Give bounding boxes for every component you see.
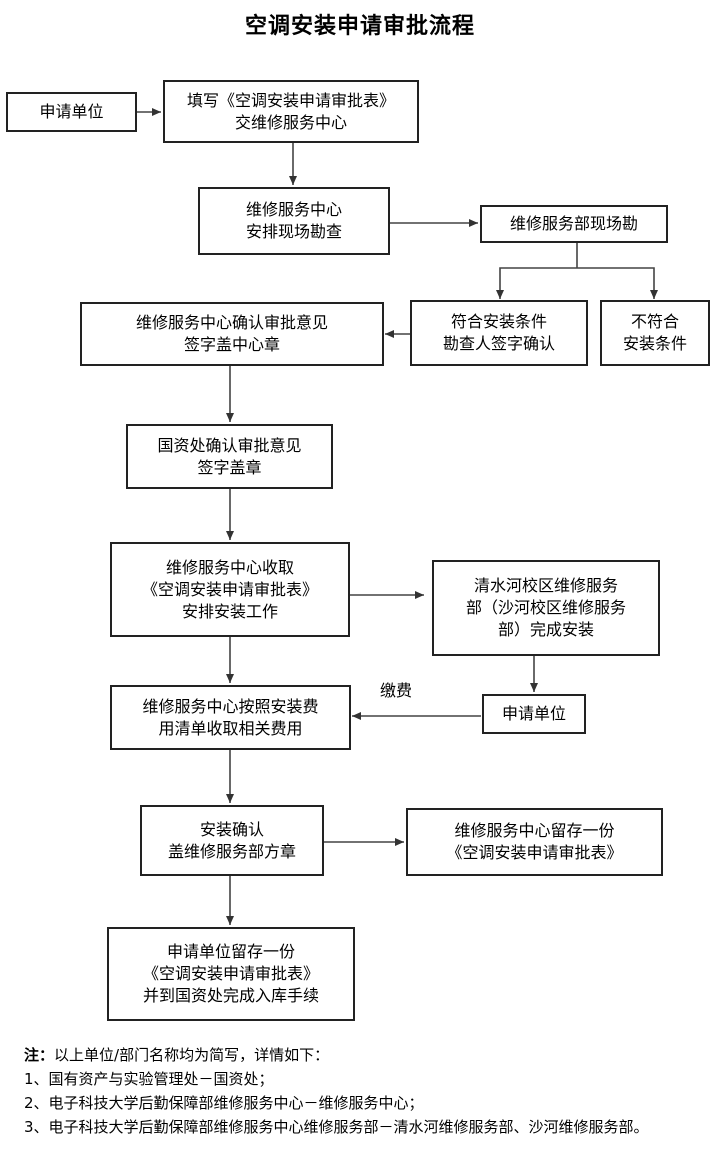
- node-fill-form: 填写《空调安装申请审批表》交维修服务中心: [163, 80, 419, 143]
- node-assets-confirm: 国资处确认审批意见签字盖章: [126, 424, 333, 489]
- node-meets-conditions: 符合安装条件勘查人签字确认: [410, 300, 588, 366]
- node-arrange-survey: 维修服务中心安排现场勘查: [198, 187, 390, 255]
- node-center-keep: 维修服务中心留存一份《空调安装申请审批表》: [406, 808, 663, 876]
- diagram-title: 空调安装申请审批流程: [244, 14, 475, 39]
- note-item: 3、电子科技大学后勤保障部维修服务中心维修服务部－清水河维修服务部、沙河维修服务…: [24, 1118, 649, 1136]
- node-install-dept: 清水河校区维修服务部（沙河校区维修服务部）完成安装: [432, 560, 660, 656]
- node-collect-form: 维修服务中心收取《空调安装申请审批表》安排安装工作: [110, 542, 350, 637]
- node-apply-unit-start: 申请单位: [6, 92, 137, 132]
- node-unit-keep: 申请单位留存一份《空调安装申请审批表》并到国资处完成入库手续: [107, 927, 355, 1021]
- note-item: 2、电子科技大学后勤保障部维修服务中心－维修服务中心；: [24, 1094, 424, 1112]
- notes-section: 注：以上单位/部门名称均为简写，详情如下： 1、国有资产与实验管理处－国资处； …: [24, 1043, 714, 1139]
- node-not-meet-conditions: 不符合安装条件: [600, 300, 710, 366]
- node-center-confirm: 维修服务中心确认审批意见签字盖中心章: [80, 302, 384, 366]
- node-apply-unit-pay: 申请单位: [482, 694, 586, 734]
- pay-label: 缴费: [380, 681, 413, 700]
- branch-dept-to-results: [499, 243, 655, 296]
- node-dept-survey: 维修服务部现场勘: [480, 205, 668, 243]
- node-charge-fee: 维修服务中心按照安装费用清单收取相关费用: [110, 685, 351, 750]
- notes-intro: 以上单位/部门名称均为简写，详情如下：: [54, 1046, 330, 1064]
- note-item: 1、国有资产与实验管理处－国资处；: [24, 1070, 274, 1088]
- node-install-confirm: 安装确认盖维修服务部方章: [140, 805, 324, 876]
- notes-label: 注：: [24, 1046, 55, 1064]
